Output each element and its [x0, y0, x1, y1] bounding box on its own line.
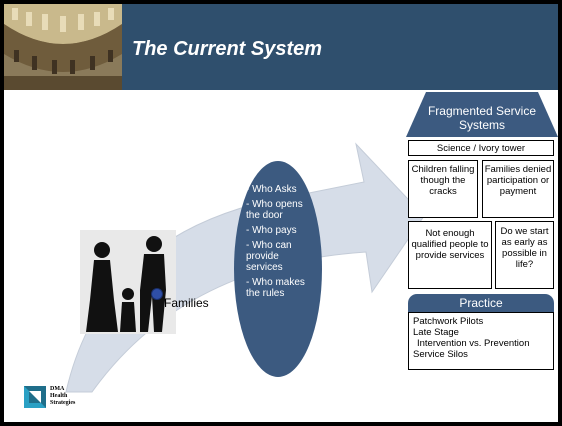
- families-denied-box: Families denied participation or payment: [482, 160, 554, 218]
- header-bar: The Current System: [4, 4, 558, 90]
- question-item: - Who makes the rules: [246, 277, 305, 299]
- question-item: - Who pays: [246, 225, 297, 236]
- logo-line: DMA: [50, 386, 65, 392]
- question-item: - Who opens the door: [246, 199, 303, 221]
- logo-line: Health: [50, 393, 68, 399]
- logo-line: Strategies: [50, 400, 76, 406]
- family-silhouette-image: [80, 230, 176, 334]
- practice-item: Patchwork Pilots: [413, 316, 484, 327]
- practice-header: Practice: [408, 294, 554, 312]
- questions-oval: [234, 161, 322, 377]
- question-item: - Who can provide services: [246, 240, 292, 273]
- slide: The Current System Families - Who Asks -…: [4, 4, 558, 422]
- practice-item: Service Silos: [413, 349, 468, 360]
- families-dot-icon: [151, 288, 163, 300]
- start-early-box: Do we start as early as possible in life…: [495, 221, 554, 289]
- families-label: Families: [164, 296, 209, 310]
- question-item: - Who Asks: [246, 184, 297, 195]
- dome-image: [4, 4, 122, 90]
- practice-item: Late Stage: [413, 327, 459, 338]
- practice-box: Patchwork Pilots Late Stage Intervention…: [408, 312, 554, 370]
- house-roof: [406, 92, 558, 137]
- roof-title: Fragmented Service Systems: [427, 104, 537, 132]
- dma-logo-icon: [24, 386, 46, 408]
- page-title: The Current System: [132, 38, 323, 60]
- logo-text: DMA Health Strategies: [50, 386, 75, 407]
- practice-item: Intervention vs. Prevention: [417, 338, 530, 349]
- questions-list: - Who Asks - Who opens the door - Who pa…: [246, 184, 316, 303]
- children-box: Children falling though the cracks: [408, 160, 478, 218]
- not-enough-box: Not enough qualified people to provide s…: [408, 221, 492, 289]
- science-box: Science / Ivory tower: [408, 140, 554, 156]
